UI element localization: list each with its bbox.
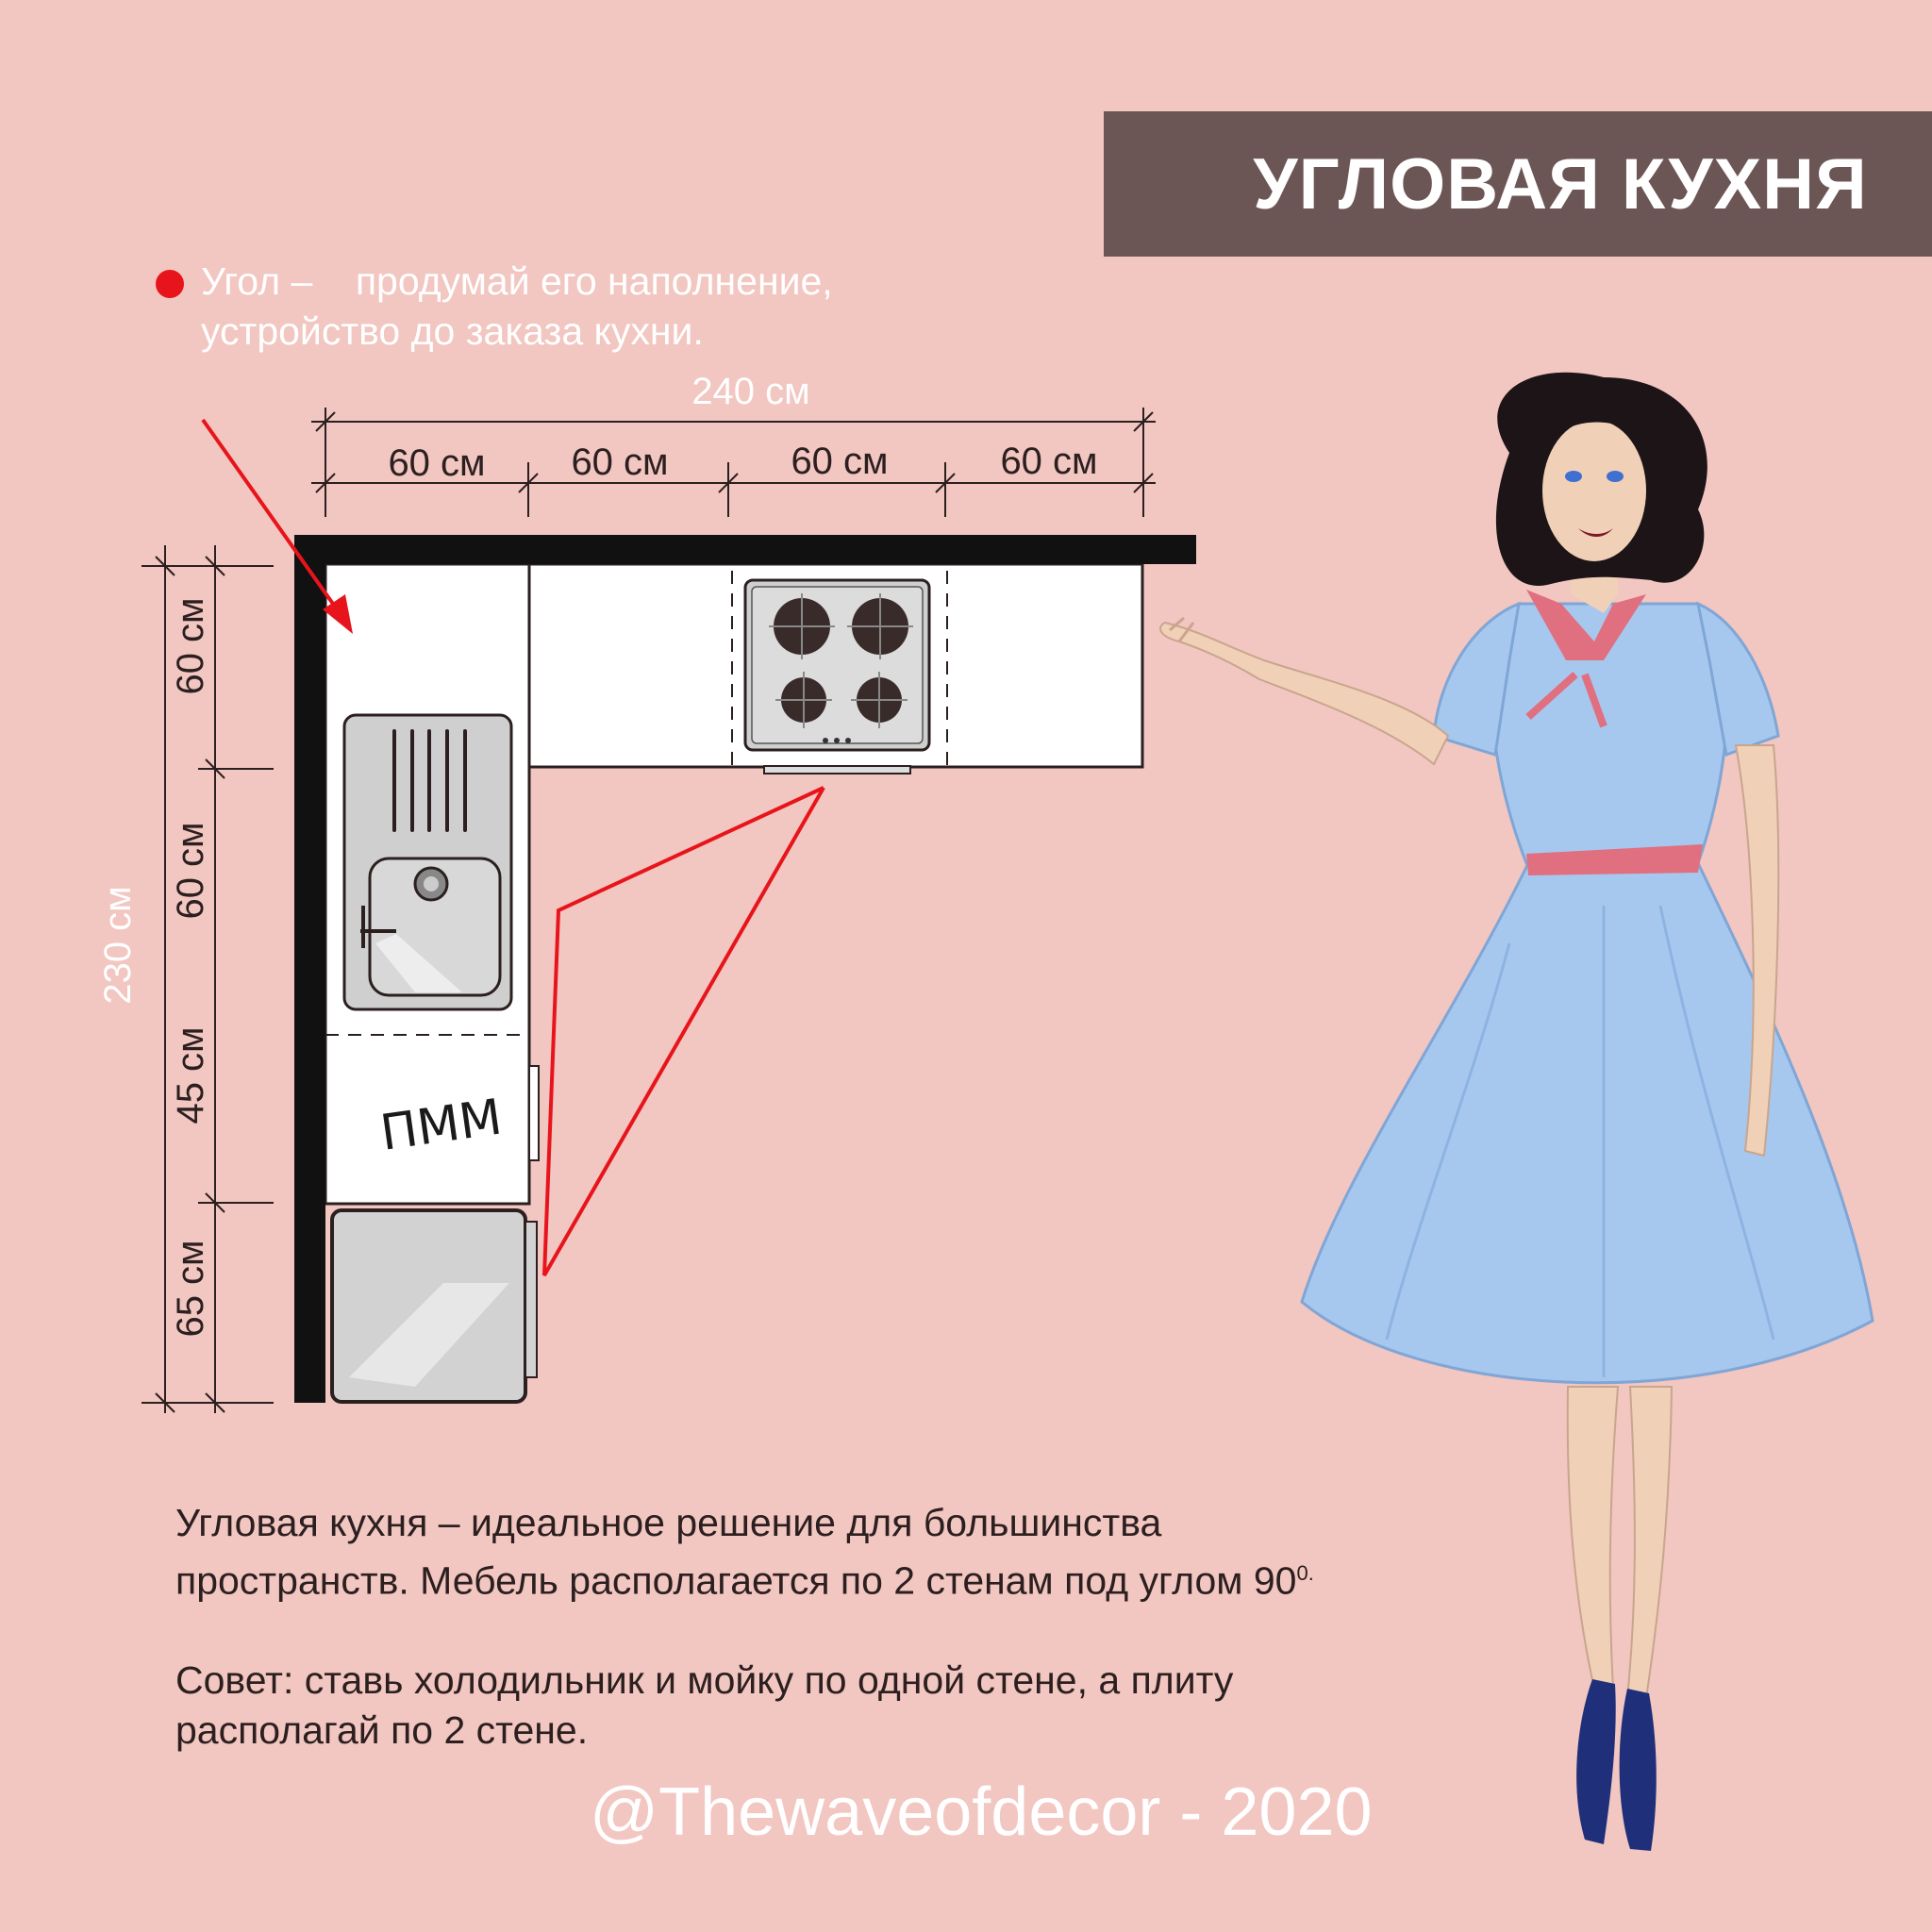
author-credit: @Thewaveofdecor - 2020 bbox=[590, 1774, 1373, 1850]
title-banner: УГЛОВАЯ КУХНЯ bbox=[1104, 111, 1932, 257]
corner-note: Угол – продумай его наполнение, устройст… bbox=[156, 257, 833, 357]
tip-line-2: располагай по 2 стене. bbox=[175, 1707, 589, 1752]
wall-top bbox=[294, 535, 1196, 564]
top-dimension-4: 60 см bbox=[1000, 441, 1097, 482]
corner-arrow-icon bbox=[201, 418, 353, 634]
red-bullet-icon bbox=[156, 270, 184, 298]
left-total-dimension: 230 см bbox=[97, 886, 139, 1004]
note-line-2: устройство до заказа кухни. bbox=[201, 309, 704, 353]
description-line-2: пространств. Мебель располагается по 2 с… bbox=[175, 1558, 1297, 1603]
top-dimension-lines bbox=[311, 408, 1156, 517]
left-dimension-3: 45 см bbox=[170, 1026, 211, 1124]
top-total-dimension: 240 см bbox=[691, 371, 809, 412]
left-dimension-lines bbox=[142, 545, 274, 1413]
note-line-1: Угол – продумай его наполнение, bbox=[201, 259, 833, 303]
tip-line-1: Совет: ставь холодильник и мойку по одно… bbox=[175, 1657, 1234, 1702]
woman-illustration bbox=[1159, 372, 1874, 1851]
page-title: УГЛОВАЯ КУХНЯ bbox=[1253, 143, 1868, 225]
degree-superscript: 0. bbox=[1296, 1561, 1314, 1585]
top-dimension-2: 60 см bbox=[571, 441, 668, 483]
top-dimension-1: 60 см bbox=[388, 442, 485, 484]
wall-left bbox=[294, 535, 325, 1403]
dishwasher-handle bbox=[528, 1065, 540, 1161]
description-text: Угловая кухня – идеальное решение для бо… bbox=[175, 1498, 1449, 1805]
left-dimension-2: 60 см bbox=[170, 822, 211, 919]
cooktop-icon bbox=[743, 578, 931, 774]
work-triangle bbox=[542, 786, 825, 1276]
left-dimension-4: 65 см bbox=[170, 1240, 211, 1337]
left-dimension-1: 60 см bbox=[170, 597, 211, 694]
top-dimension-3: 60 см bbox=[791, 441, 888, 482]
description-line-1: Угловая кухня – идеальное решение для бо… bbox=[175, 1501, 1162, 1544]
sink-icon bbox=[342, 713, 513, 1011]
fridge-icon bbox=[330, 1208, 538, 1404]
